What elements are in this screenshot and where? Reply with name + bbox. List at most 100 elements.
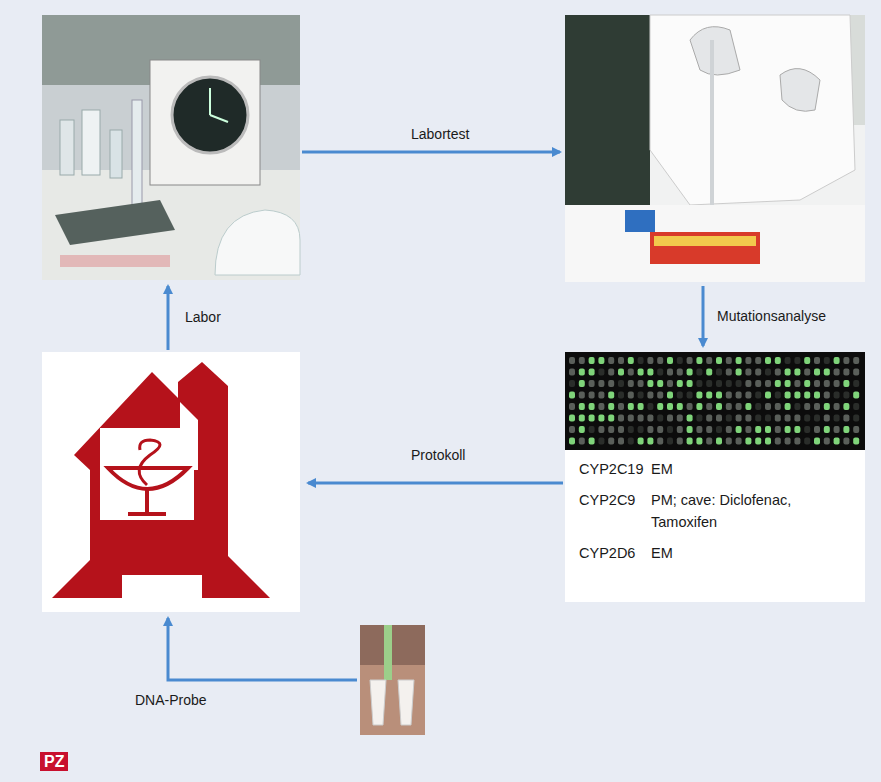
pipette-tip xyxy=(384,625,392,680)
gel-spot xyxy=(647,415,653,422)
gel-spot xyxy=(716,415,722,422)
gel-spot xyxy=(716,438,722,445)
gel-spot xyxy=(853,380,859,387)
gel-spot xyxy=(834,415,840,422)
gel-spot xyxy=(579,392,585,399)
gel-spot xyxy=(785,380,791,387)
box xyxy=(625,210,655,232)
gel-spot xyxy=(765,426,771,433)
gel-spot xyxy=(765,369,771,376)
gel-spot xyxy=(794,426,800,433)
gel-spot xyxy=(706,357,712,364)
publisher-logo: PZ xyxy=(40,752,68,771)
gel-spot xyxy=(628,357,634,364)
gel-spot xyxy=(775,426,781,433)
gel-spot xyxy=(589,403,595,410)
clock xyxy=(172,77,248,153)
gel-spot xyxy=(579,415,585,422)
gel-spot xyxy=(706,426,712,433)
gel-spot xyxy=(814,426,820,433)
gel-spot xyxy=(638,415,644,422)
gel-spot xyxy=(794,392,800,399)
gel-spot xyxy=(677,415,683,422)
gel-spot xyxy=(647,357,653,364)
snake xyxy=(139,440,160,485)
gel-spot xyxy=(569,357,575,364)
pharmacy-logo xyxy=(42,352,300,612)
gel-spot xyxy=(677,438,683,445)
gel-spot xyxy=(726,426,732,433)
gel-spot xyxy=(696,380,702,387)
gel-spot xyxy=(824,438,830,445)
protocol-box: CYP2C19EMCYP2C9PM; cave: Diclofenac, Tam… xyxy=(565,352,865,578)
gel-spot xyxy=(804,415,810,422)
gel-spot xyxy=(843,392,849,399)
gel-spot xyxy=(638,392,644,399)
gel-spot xyxy=(589,415,595,422)
gel-spots xyxy=(569,357,859,445)
gel-spot xyxy=(824,392,830,399)
gel-spot xyxy=(843,357,849,364)
gel-spot xyxy=(834,392,840,399)
arrow xyxy=(308,482,563,485)
gel-spot xyxy=(589,438,595,445)
tube xyxy=(370,680,386,725)
gel-spot xyxy=(736,426,742,433)
gel-spot xyxy=(618,438,624,445)
gel-spot xyxy=(716,369,722,376)
gel-spot xyxy=(745,426,751,433)
gel-spot xyxy=(775,415,781,422)
gel-spot xyxy=(696,415,702,422)
gel-spot xyxy=(598,380,604,387)
gel-spot xyxy=(716,392,722,399)
gel-spot xyxy=(843,415,849,422)
dna-photo xyxy=(360,625,425,735)
gel-spot xyxy=(608,415,614,422)
gel-spot xyxy=(765,392,771,399)
gel-spot xyxy=(687,426,693,433)
gel-spot xyxy=(579,380,585,387)
gel-spot xyxy=(696,438,702,445)
gel-spot xyxy=(755,369,761,376)
gel-spot xyxy=(785,403,791,410)
gel-spot xyxy=(716,357,722,364)
gel-spot xyxy=(598,438,604,445)
gel-spot xyxy=(677,369,683,376)
gel-spot xyxy=(775,357,781,364)
gel-spot xyxy=(814,392,820,399)
gel-spot xyxy=(687,357,693,364)
tube xyxy=(398,680,414,725)
gel-spot xyxy=(638,426,644,433)
gel-spot xyxy=(628,369,634,376)
cylinder xyxy=(132,100,142,210)
gel-spot xyxy=(853,357,859,364)
gel-spot xyxy=(843,380,849,387)
gel-spot xyxy=(608,380,614,387)
gel-spot xyxy=(696,369,702,376)
gel-spot xyxy=(765,403,771,410)
gel-spot xyxy=(569,392,575,399)
gel-spot xyxy=(569,380,575,387)
gel-spot xyxy=(569,438,575,445)
gel-spot xyxy=(598,426,604,433)
gel-spot xyxy=(647,426,653,433)
gel-spot xyxy=(638,380,644,387)
gel-spot xyxy=(804,369,810,376)
gel-spot xyxy=(736,357,742,364)
gel-spot xyxy=(745,357,751,364)
gel-spot xyxy=(706,380,712,387)
bowl xyxy=(108,468,188,489)
bottle xyxy=(110,130,122,178)
gel-spot xyxy=(598,403,604,410)
gel-spot xyxy=(618,369,624,376)
gel-spot xyxy=(843,369,849,376)
gel-spot xyxy=(638,357,644,364)
gel-spot xyxy=(824,415,830,422)
gel-spot xyxy=(726,357,732,364)
gel-spot xyxy=(755,438,761,445)
gel-spot xyxy=(589,357,595,364)
gel-spot xyxy=(834,380,840,387)
gel-spot xyxy=(843,438,849,445)
gel-spot xyxy=(794,403,800,410)
